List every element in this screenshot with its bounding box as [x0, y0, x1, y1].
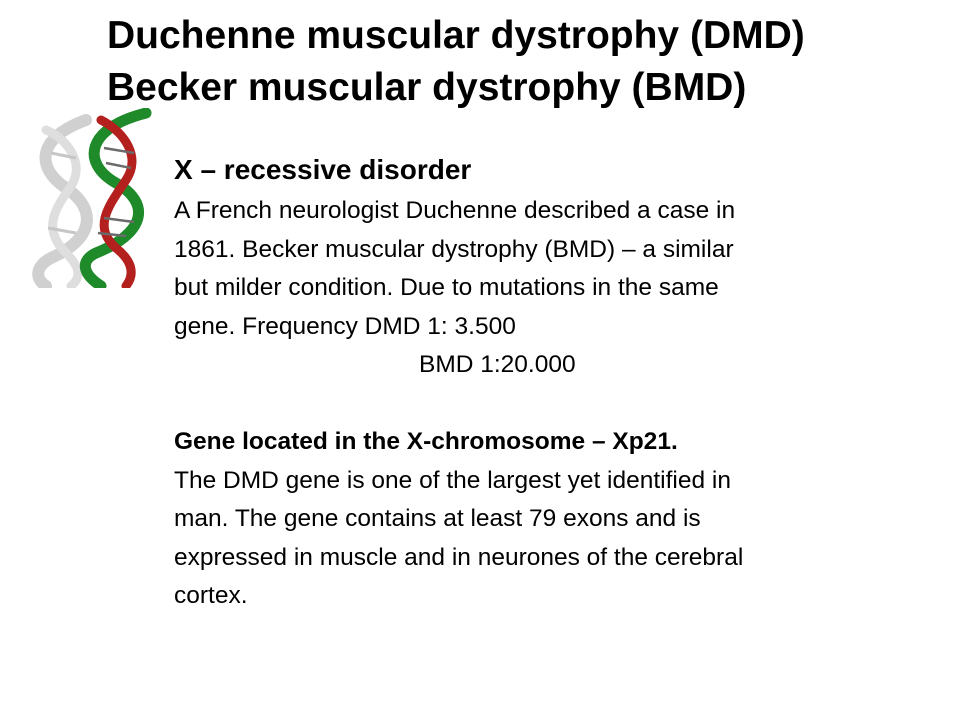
frequency-dmd-line: gene. Frequency DMD 1: 3.500	[174, 312, 516, 340]
slide-title: Duchenne muscular dystrophy (DMD) Becker…	[107, 10, 805, 114]
title-line-bmd: Becker muscular dystrophy (BMD)	[107, 66, 747, 109]
dna-shadow	[32, 114, 93, 288]
subhead-x-recessive: X – recessive disorder	[174, 154, 472, 185]
frequency-bmd-line: BMD 1:20.000	[419, 351, 576, 378]
gene-location-heading: Gene located in the X-chromosome – Xp21.	[174, 428, 678, 455]
body-line: The DMD gene is one of the largest yet i…	[174, 466, 732, 494]
body-line: cortex.	[174, 582, 248, 609]
title-line-dmd: Duchenne muscular dystrophy (DMD)	[107, 14, 805, 57]
dna-double-helix-icon	[32, 108, 152, 288]
dna-color-strands	[79, 108, 152, 288]
body-line: A French neurologist Duchenne described …	[174, 197, 736, 224]
body-line: man. The gene contains at least 79 exons…	[174, 505, 701, 532]
spacer	[174, 385, 934, 424]
slide-body: X – recessive disorder A French neurolog…	[174, 148, 934, 616]
body-line: but milder condition. Due to mutations i…	[174, 274, 719, 301]
body-line: expressed in muscle and in neurones of t…	[174, 543, 744, 571]
body-line: 1861. Becker muscular dystrophy (BMD) – …	[174, 235, 734, 263]
